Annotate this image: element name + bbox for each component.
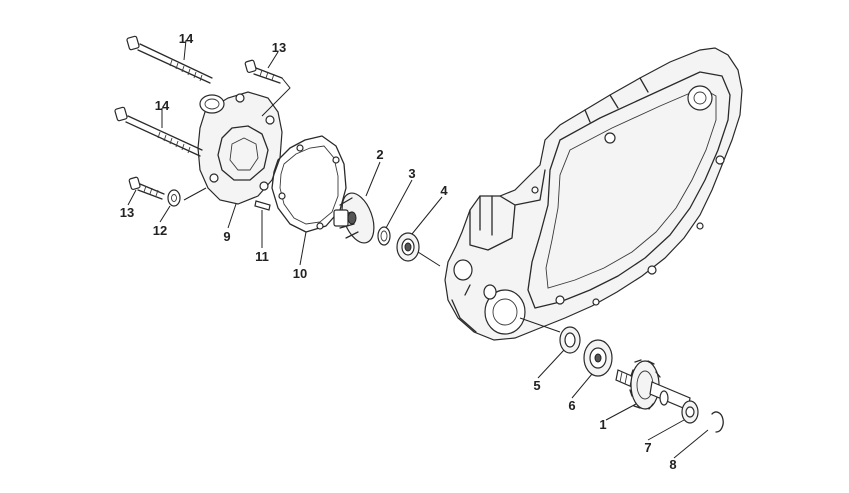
seal-4 xyxy=(396,232,420,262)
impeller xyxy=(333,192,375,244)
crankcase-cover xyxy=(444,47,743,341)
callout-13-lower: 13 xyxy=(120,205,134,220)
pump-shaft-gear xyxy=(615,359,691,411)
bearing-6 xyxy=(583,339,613,377)
callout-5: 5 xyxy=(533,378,540,393)
assembly-lines xyxy=(127,39,709,459)
bolt-13-lower xyxy=(128,176,165,200)
callout-9: 9 xyxy=(223,229,230,244)
callout-8: 8 xyxy=(669,457,676,472)
callout-14-upper: 14 xyxy=(179,31,194,46)
callout-3: 3 xyxy=(408,166,415,181)
callout-7: 7 xyxy=(644,440,651,455)
callout-11: 11 xyxy=(255,249,269,264)
pump-housing xyxy=(197,91,283,205)
callout-1: 1 xyxy=(599,417,606,432)
washer-12 xyxy=(167,189,181,207)
dowel-pin-11 xyxy=(254,200,271,211)
circlip-8 xyxy=(711,411,724,433)
oil-seal-3 xyxy=(377,226,391,246)
callout-labels: 1 2 3 4 5 6 7 8 9 10 11 12 13 13 14 14 xyxy=(120,31,677,472)
callout-4: 4 xyxy=(440,183,448,198)
bolt-14-lower xyxy=(114,106,203,157)
bolt-14-upper xyxy=(126,35,213,84)
callout-6: 6 xyxy=(568,398,575,413)
bolt-13-upper xyxy=(244,59,283,84)
callout-13-upper: 13 xyxy=(272,40,286,55)
callout-12: 12 xyxy=(153,223,167,238)
callout-14-lower: 14 xyxy=(155,98,170,113)
washer-7 xyxy=(681,400,699,424)
callout-2: 2 xyxy=(376,147,383,162)
callout-10: 10 xyxy=(293,266,307,281)
bearing-5 xyxy=(559,326,581,354)
